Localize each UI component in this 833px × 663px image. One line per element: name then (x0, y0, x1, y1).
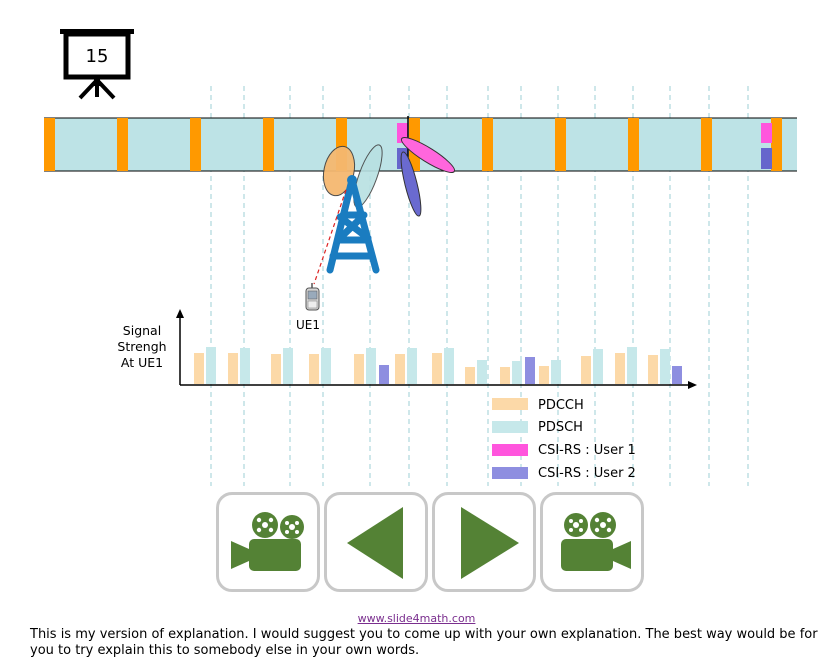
control-region-7 (555, 118, 566, 171)
explanation-note: This is my version of explanation. I wou… (30, 627, 818, 658)
mobile-phone-icon (305, 283, 320, 311)
beam-lobes (322, 137, 456, 217)
legend-swatch-0 (492, 398, 528, 410)
signal-bar-26 (648, 355, 658, 384)
ylabel-line-2: Strengh (117, 339, 167, 354)
signal-bar-24 (615, 353, 625, 384)
legend-label-csi-user2: CSI-RS : User 2 (538, 466, 636, 481)
control-region-0 (44, 118, 55, 171)
cell-tower-icon (326, 176, 380, 274)
signal-bar-27 (660, 349, 670, 384)
ue-link-line (313, 189, 347, 285)
signal-bar-3 (240, 348, 250, 384)
next-button[interactable] (432, 492, 536, 592)
signal-bar-25 (627, 347, 637, 384)
signal-bar-12 (407, 348, 417, 384)
signal-bar-0 (194, 353, 204, 384)
signal-bar-4 (271, 354, 281, 384)
csi-rs-user1-0 (397, 123, 408, 143)
video-button-left[interactable] (216, 492, 320, 592)
signal-bar-15 (465, 367, 475, 384)
signal-bar-21 (551, 360, 561, 384)
previous-button[interactable] (324, 492, 428, 592)
legend-swatches (492, 398, 528, 479)
signal-bar-2 (228, 353, 238, 384)
tower-top (347, 175, 357, 185)
signal-bar-17 (500, 367, 510, 384)
signal-bar-9 (366, 348, 376, 384)
signal-bar-16 (477, 360, 487, 384)
signal-bars (194, 347, 682, 384)
signal-strength-label: Signal Strengh At UE1 (104, 323, 180, 371)
signal-bar-8 (354, 354, 364, 384)
legend-swatch-2 (492, 444, 528, 456)
signal-bar-19 (525, 357, 535, 384)
slide-number: 15 (85, 46, 109, 67)
csi-rs-user2-1 (761, 148, 772, 169)
csi-rs-user1-1 (761, 123, 772, 143)
signal-bar-22 (581, 356, 591, 384)
signal-chart-axes (176, 309, 697, 389)
signal-bar-10 (379, 365, 389, 384)
control-region-end (771, 118, 782, 171)
control-region-8 (628, 118, 639, 171)
control-region-1 (117, 118, 128, 171)
legend-label-pdsch: PDSCH (538, 420, 583, 435)
video-camera-icon (561, 512, 631, 571)
video-button-right[interactable] (540, 492, 644, 592)
ue1-label: UE1 (296, 318, 320, 332)
legend-label-csi-user1: CSI-RS : User 1 (538, 443, 636, 458)
legend-swatch-1 (492, 421, 528, 433)
signal-bar-28 (672, 366, 682, 384)
control-region-4 (336, 118, 347, 171)
ylabel-line-1: Signal (122, 323, 162, 338)
control-region-9 (701, 118, 712, 171)
signal-bar-5 (283, 348, 293, 384)
beam-lobe-user1 (400, 137, 456, 173)
legend-swatch-3 (492, 467, 528, 479)
play-right-icon (461, 507, 519, 579)
control-region-6 (482, 118, 493, 171)
ylabel-line-3: At UE1 (120, 355, 164, 370)
signal-bar-1 (206, 347, 216, 384)
beam-lobe-ue1 (322, 145, 356, 197)
control-region-2 (190, 118, 201, 171)
signal-bar-23 (593, 349, 603, 384)
signal-bar-11 (395, 354, 405, 384)
video-camera-icon (231, 512, 304, 571)
signal-bar-20 (539, 366, 549, 384)
presentation-board-icon (60, 29, 134, 100)
signal-bar-6 (309, 354, 319, 384)
signal-bar-18 (512, 361, 522, 384)
signal-bar-14 (444, 348, 454, 384)
beam-lobe-user2 (400, 151, 422, 217)
control-region-3 (263, 118, 274, 171)
website-link[interactable]: www.slide4math.com (357, 612, 476, 625)
signal-bar-13 (432, 353, 442, 384)
play-left-icon (347, 507, 403, 579)
signal-bar-7 (321, 348, 331, 384)
legend-label-pdcch: PDCCH (538, 398, 584, 413)
